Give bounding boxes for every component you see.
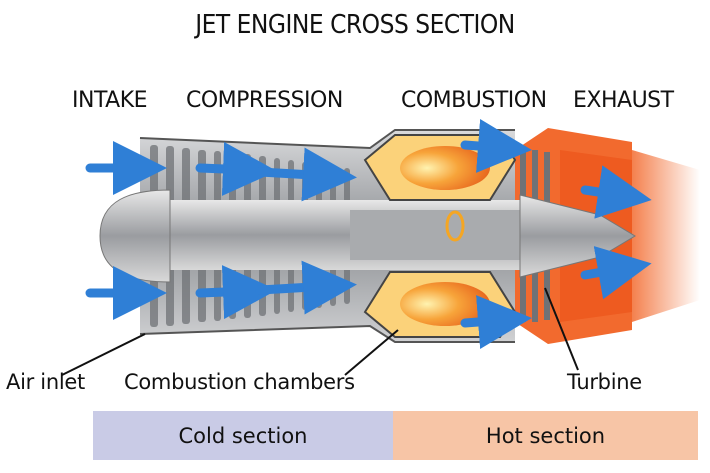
hot-section-label: Hot section xyxy=(485,423,606,448)
diagram-title: JET ENGINE CROSS SECTION xyxy=(195,10,515,40)
cold-section-label: Cold section xyxy=(178,423,308,448)
stage-label-intake: INTAKE xyxy=(72,88,148,113)
rotation-arrow xyxy=(445,210,465,242)
callout-combustion-chambers: Combustion chambers xyxy=(124,370,355,394)
callout-air-inlet: Air inlet xyxy=(6,370,85,394)
combustion-chamber-bottom xyxy=(363,271,517,338)
stage-label-compression: COMPRESSION xyxy=(186,88,343,113)
nose-cone xyxy=(99,189,171,283)
callout-leaders xyxy=(61,287,579,376)
stage-label-combustion: COMBUSTION xyxy=(401,88,547,113)
callout-turbine: Turbine xyxy=(567,370,642,394)
hot-section-band: Hot section xyxy=(393,411,698,460)
cold-section-band: Cold section xyxy=(93,411,393,460)
stage-label-exhaust: EXHAUST xyxy=(573,88,674,113)
exhaust-plume xyxy=(632,150,700,322)
airflow-arrows xyxy=(85,119,652,349)
